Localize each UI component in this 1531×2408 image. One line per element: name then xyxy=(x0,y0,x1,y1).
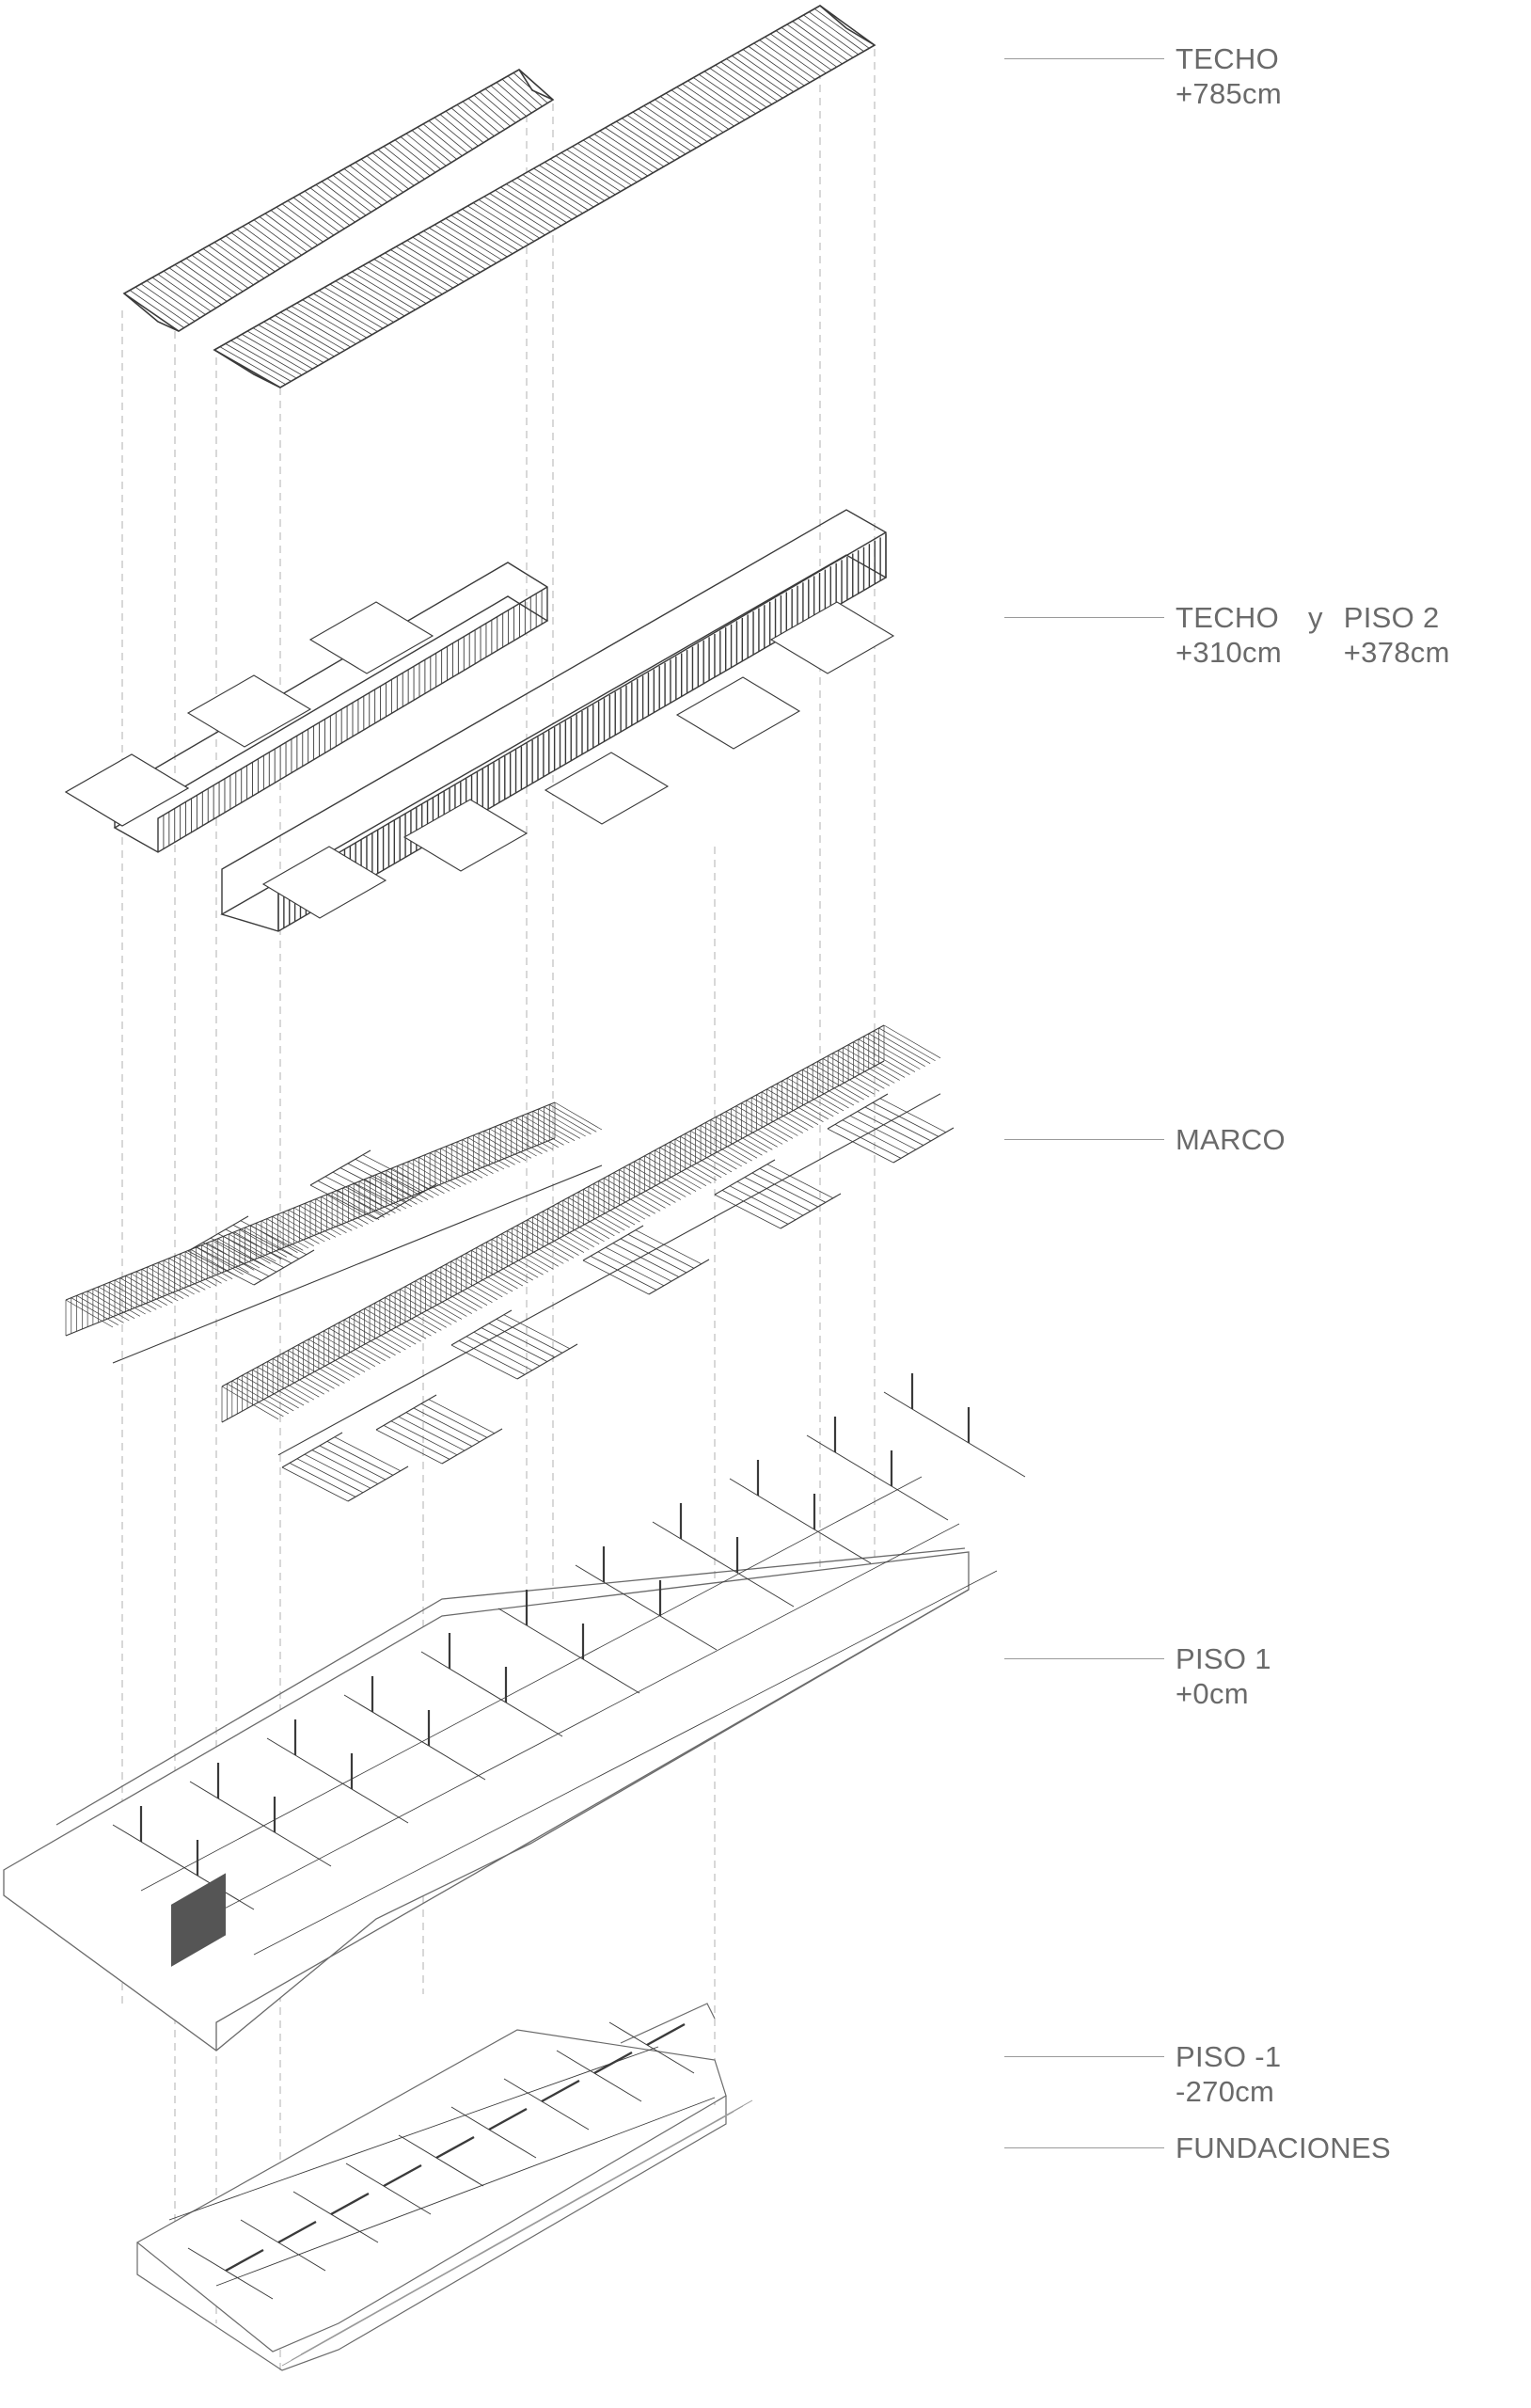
leader-techo xyxy=(1004,58,1164,59)
label-fundaciones: FUNDACIONES xyxy=(1176,2131,1391,2165)
label-techo-level: +785cm xyxy=(1176,77,1282,110)
roof-layer xyxy=(122,5,876,388)
basement-layer xyxy=(135,2003,753,2371)
leader-piso1 xyxy=(1004,1658,1164,1659)
label-piso2-level: +378cm xyxy=(1343,636,1450,669)
left-roof xyxy=(122,69,555,332)
first-floor-layer xyxy=(3,1373,1026,2052)
leader-marco xyxy=(1004,1139,1164,1140)
label-piso2-name: PISO 2 xyxy=(1343,601,1440,634)
label-techo: TECHO +785cm xyxy=(1176,41,1282,111)
label-piso-m1: PISO -1 -270cm xyxy=(1176,2039,1281,2109)
left-wing-floor2 xyxy=(113,562,549,853)
label-piso2-column: PISO 2 +378cm xyxy=(1344,600,1450,670)
label-techo2-level: +310cm xyxy=(1176,636,1282,669)
leader-piso-m1 xyxy=(1004,2056,1164,2057)
label-techo-column: TECHO +310cm xyxy=(1176,600,1282,670)
label-piso-m1-level: -270cm xyxy=(1176,2075,1275,2108)
label-fundaciones-name: FUNDACIONES xyxy=(1176,2131,1391,2164)
label-piso1: PISO 1 +0cm xyxy=(1176,1641,1271,1711)
label-techo-name: TECHO xyxy=(1176,42,1279,75)
label-piso1-level: +0cm xyxy=(1176,1677,1249,1710)
label-piso1-name: PISO 1 xyxy=(1176,1642,1271,1675)
label-techo2-name: TECHO xyxy=(1176,601,1279,634)
leader-techo-piso2 xyxy=(1004,617,1164,618)
right-roof xyxy=(213,5,876,388)
label-techo-piso2: TECHO +310cm y PISO 2 +378cm xyxy=(1176,600,1450,670)
label-marco-name: MARCO xyxy=(1176,1123,1286,1156)
floor2-decks xyxy=(64,601,895,919)
label-conjunction: y xyxy=(1307,601,1323,634)
second-floor-layer xyxy=(64,509,895,932)
label-marco: MARCO xyxy=(1176,1122,1286,1157)
label-piso-m1-name: PISO -1 xyxy=(1176,2040,1282,2073)
stair xyxy=(171,1873,226,1967)
frame-layer xyxy=(65,1024,955,1502)
leader-fundaciones xyxy=(1004,2147,1164,2148)
